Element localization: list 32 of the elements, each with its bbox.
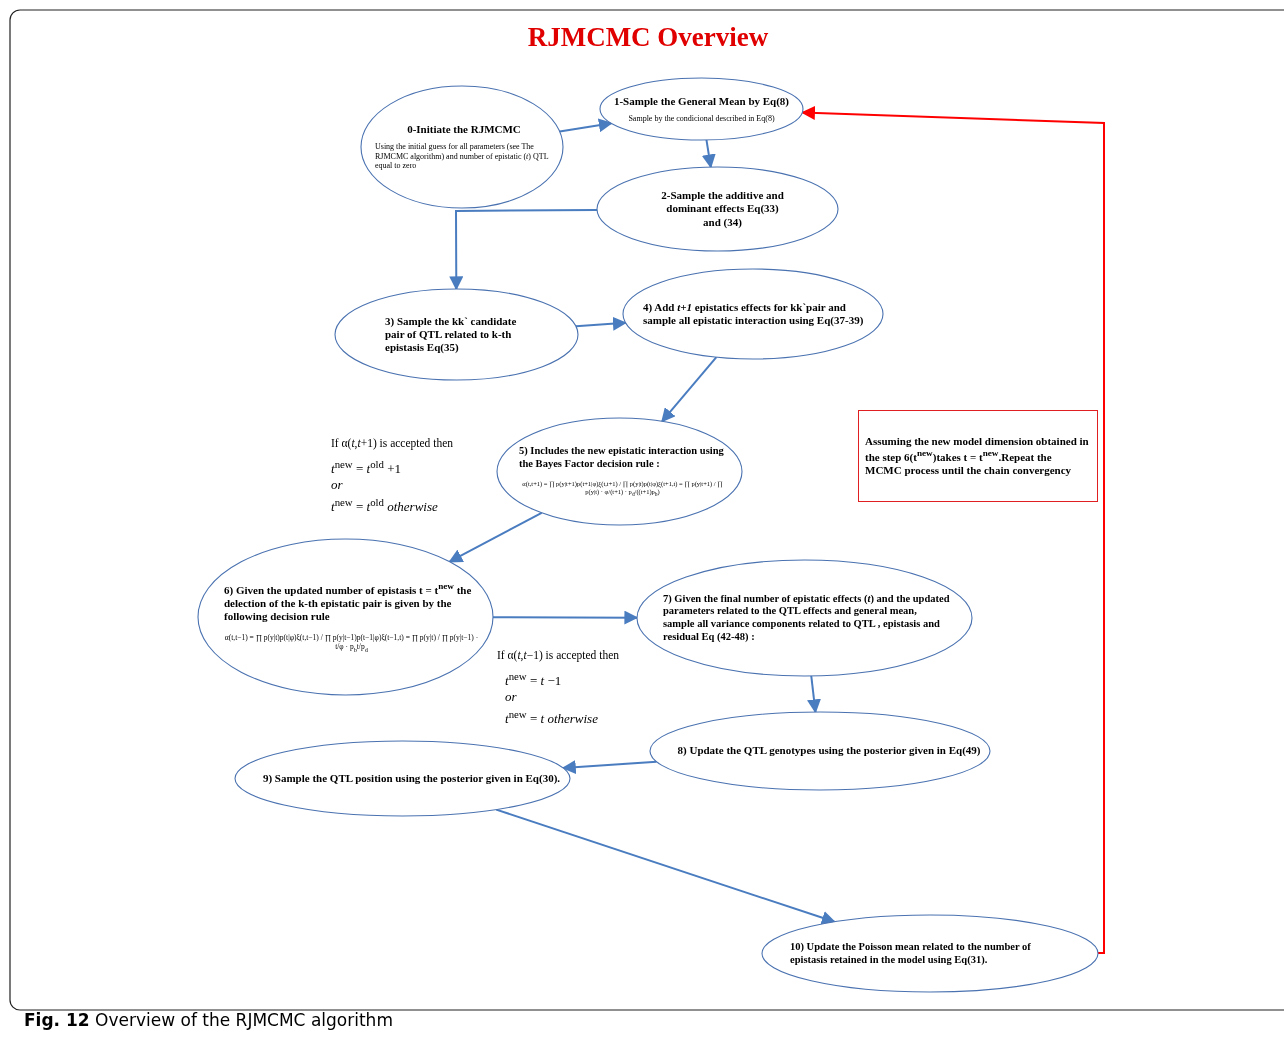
arrow — [661, 356, 718, 423]
step-description: Sample by the condicional described in Eq(8) — [627, 113, 776, 124]
step-text: 1-Sample the General Mean by Eq(8) — [612, 94, 791, 108]
arrow — [807, 674, 821, 714]
figure-caption: Fig. 12 Overview of the RJMCMC algorithm — [24, 1010, 393, 1030]
step-text: 4) Add t+1 epistatics effects for kk`pair and sample all epistatic interaction using Eq(37-39) — [643, 300, 865, 328]
side-note: t$^{new}$ = t −1 — [505, 670, 562, 690]
side-note: or — [331, 477, 343, 493]
arrow — [558, 118, 613, 133]
side-note: t$^{new}$ = t$^{old}$ otherwise — [331, 496, 438, 516]
side-note: t$^{new}$ = t$^{old}$ +1 — [331, 458, 402, 478]
arrow — [495, 808, 836, 925]
step-text: 7) Given the final number of epistatic effects (t) and the updated parameters related to the QTL effects and general mean, sample all variance components related to QTL , epistasis and residual Eq (42-48) : — [663, 592, 950, 644]
note-box — [858, 410, 1098, 502]
step-text: 5) Includes the new epistatic interaction using the Bayes Factor decision rule : — [519, 445, 725, 471]
step-text: 9) Sample the QTL position using the posterior given in Eq(30). — [261, 771, 562, 786]
step-text: 10) Update the Poisson mean related to the number of epistasis retained in the model using Eq(31). — [790, 940, 1032, 967]
arrow — [448, 511, 543, 563]
side-note: If α(t,t+1) is accepted then — [331, 437, 454, 449]
step-text: 8) Update the QTL genotypes using the posterior given in Eq(49) — [676, 744, 982, 758]
step-text: 2-Sample the additive and dominant effects Eq(33) and (34) — [660, 189, 785, 229]
step-text: Assuming the new model dimension obtained in the step 6(t$^{new}$)takes t = t$^{new}$.Repeat the MCMC process until the chain convergency — [865, 434, 1089, 478]
step-text: 6) Given the updated number of epistasis t = t$^{new}$ the delection of the k-th epistatic pair is given by the following decision rule — [224, 580, 473, 624]
diagram-title: RJMCMC Overview — [526, 22, 770, 53]
step-text: 3) Sample the kk` candidate pair of QTL related to k-th epistasis Eq(35) — [385, 314, 518, 355]
side-note: If α(t,t−1) is accepted then — [497, 649, 620, 661]
side-note: t$^{new}$ = t otherwise — [505, 708, 598, 728]
step-text: 0-Initiate the RJMCMC — [406, 123, 522, 137]
arrow — [561, 760, 658, 775]
step-description: Using the initial guess for all parameters (see The RJMCMC algorithm) and number of epistatic (t) QTL equal to zero — [375, 142, 550, 171]
side-note: or — [505, 689, 517, 705]
arrow — [701, 138, 716, 169]
